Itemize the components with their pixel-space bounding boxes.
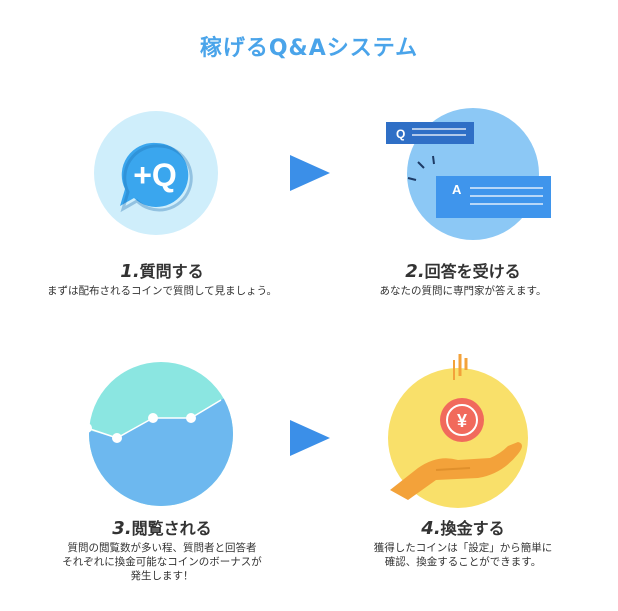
step-1-label: 1.質問する: [120, 261, 204, 282]
arrow-right-icon: [290, 155, 330, 191]
step-2-label: 2.回答を受ける: [405, 261, 521, 282]
answer-illustration: Q A: [386, 108, 551, 240]
step-3-label: 3.閲覧される: [112, 518, 212, 539]
question-card: [386, 122, 474, 144]
hand-icon: [390, 442, 522, 500]
step-1-desc: まずは配布されるコインで質問して見ましょう。: [46, 285, 278, 297]
svg-text:Q: Q: [396, 127, 405, 141]
svg-text:A: A: [452, 182, 462, 197]
arrow-right-icon: [290, 420, 330, 456]
step-4-desc: 獲得したコインは「設定」から簡単に 確認、換金することができます。: [373, 542, 553, 568]
question-illustration: +Q: [94, 111, 218, 235]
answer-card: [436, 176, 551, 218]
page-title: 稼げるQ&Aシステム: [199, 36, 419, 61]
svg-text:¥: ¥: [457, 411, 467, 431]
step-4-label: 4.換金する: [421, 518, 505, 539]
speech-bubble-icon: [120, 142, 189, 207]
cash-out-illustration: ¥: [388, 354, 528, 508]
spark-lines-icon: [417, 161, 425, 169]
step-2-desc: あなたの質問に専門家が答えます。: [379, 285, 547, 297]
plus-q-icon: +Q: [133, 157, 177, 193]
step-3-desc: 質問の閲覧数が多い程、質問者と回答者 それぞれに換金可能なコインのボーナスが 発…: [62, 542, 262, 582]
views-chart-illustration: [82, 362, 233, 506]
